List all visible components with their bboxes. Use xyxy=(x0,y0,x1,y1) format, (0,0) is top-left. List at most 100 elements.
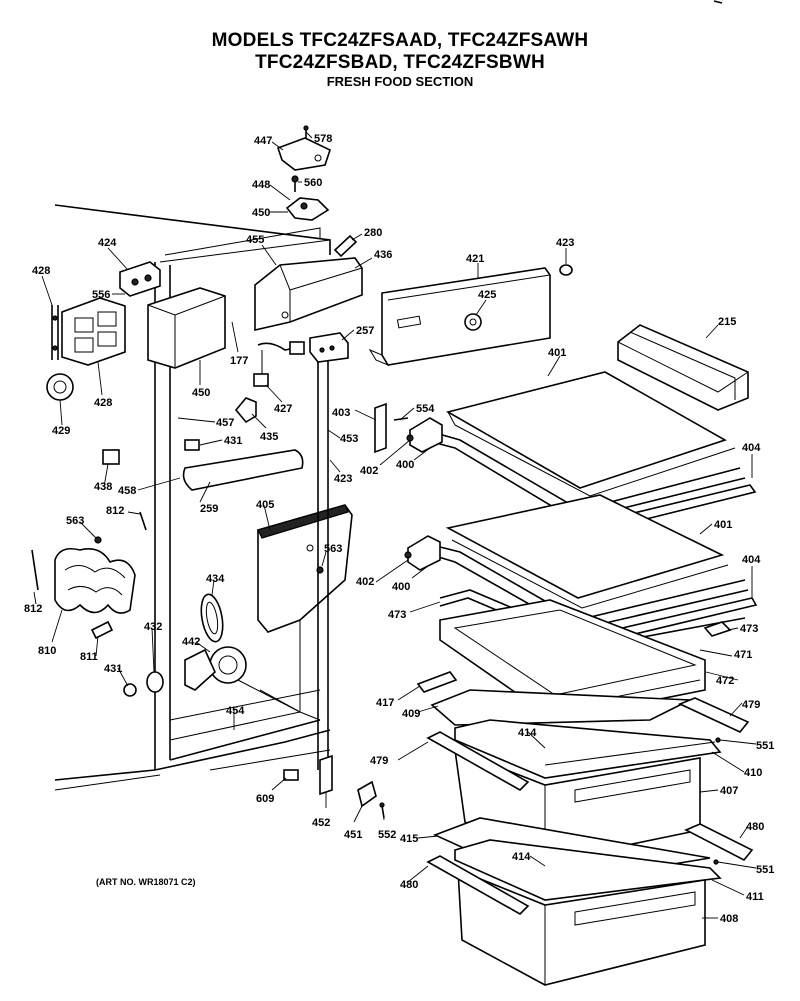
art-number-caption: (ART NO. WR18071 C2) xyxy=(96,877,196,887)
callout-414-upper: 414 xyxy=(518,727,537,739)
part-431-clip-upper xyxy=(184,439,200,451)
callout-404-lower: 404 xyxy=(742,554,761,566)
callout-431-upper: 431 xyxy=(224,435,242,447)
part-428-knob-housing xyxy=(61,297,126,366)
callout-447: 447 xyxy=(254,135,272,147)
callout-812-upper: 812 xyxy=(106,505,124,517)
callout-423-middle: 423 xyxy=(334,473,352,485)
callout-458: 458 xyxy=(118,485,136,497)
callout-431-lower: 431 xyxy=(104,663,122,675)
callout-479-left: 479 xyxy=(370,755,388,767)
callout-410: 410 xyxy=(744,767,762,779)
callout-455: 455 xyxy=(246,234,264,246)
callout-405: 405 xyxy=(256,499,274,511)
callout-436: 436 xyxy=(374,249,392,261)
part-417-bracket xyxy=(416,671,458,693)
callout-448: 448 xyxy=(252,179,270,191)
callout-402-lower: 402 xyxy=(356,576,374,588)
part-810-heater xyxy=(54,547,136,614)
part-428-bracket-strip xyxy=(51,305,59,360)
callout-457: 457 xyxy=(216,417,234,429)
callout-480-left: 480 xyxy=(400,879,418,891)
callout-259: 259 xyxy=(200,503,218,515)
part-438-block xyxy=(102,449,120,465)
callout-425: 425 xyxy=(478,289,496,301)
part-450-housing xyxy=(147,287,226,369)
part-454-floor xyxy=(169,689,321,721)
callout-400-upper: 400 xyxy=(396,459,414,471)
callout-402-upper: 402 xyxy=(360,465,378,477)
callout-472: 472 xyxy=(716,675,734,687)
callout-450-lower: 450 xyxy=(192,387,210,399)
part-453-rail xyxy=(317,360,329,770)
callout-451: 451 xyxy=(344,829,362,841)
part-479-rail-left xyxy=(426,731,530,791)
callout-415: 415 xyxy=(400,833,418,845)
callout-479-right: 479 xyxy=(742,699,760,711)
diagram-title-line-1: MODELS TFC24ZFSAAD, TFC24ZFSAWH xyxy=(211,30,589,51)
callout-551-upper: 551 xyxy=(756,740,774,752)
part-259-duct xyxy=(182,449,304,491)
callout-442: 442 xyxy=(182,636,200,648)
diagram-title-line-2: TFC24ZFSBAD, TFC24ZFSBWH xyxy=(255,52,545,73)
callout-435: 435 xyxy=(260,431,278,443)
callout-404-upper: 404 xyxy=(742,442,761,454)
part-447-cap xyxy=(276,137,331,171)
diagram-subtitle: FRESH FOOD SECTION xyxy=(326,74,474,89)
callout-473-right: 473 xyxy=(740,623,758,635)
part-432-bulb xyxy=(146,671,164,693)
part-400-shelf-frame-lower xyxy=(431,544,749,631)
part-427-wiring xyxy=(253,341,305,387)
callout-423-top: 423 xyxy=(556,237,574,249)
callout-556: 556 xyxy=(92,289,110,301)
part-280-bulb xyxy=(333,234,358,258)
part-609-clip xyxy=(283,769,299,781)
part-479-rail-right xyxy=(677,697,750,733)
callout-424: 424 xyxy=(98,237,117,249)
callout-407: 407 xyxy=(720,785,738,797)
callout-411: 411 xyxy=(746,891,764,903)
callout-480-right: 480 xyxy=(746,821,764,833)
callout-414-lower: 414 xyxy=(512,851,531,863)
part-257-switch xyxy=(309,332,349,363)
part-480-rail-left xyxy=(426,855,530,915)
callout-417: 417 xyxy=(376,697,394,709)
callout-428-top: 428 xyxy=(32,265,50,277)
callout-563-right: 563 xyxy=(324,543,342,555)
callout-409: 409 xyxy=(402,708,420,720)
part-401-glass-shelf-lower xyxy=(445,494,729,609)
callout-812-lower: 812 xyxy=(24,603,42,615)
callout-811: 811 xyxy=(80,651,98,663)
part-451-hinge xyxy=(357,780,377,808)
callout-421: 421 xyxy=(466,253,484,265)
part-811-clip xyxy=(90,620,114,640)
callout-labels: 447 578 448 560 450 280 455 436 421 423 … xyxy=(24,133,774,925)
part-812-lower-clip xyxy=(31,549,39,591)
part-402-bracket-lower xyxy=(404,535,441,571)
part-434-light-lens xyxy=(200,593,224,643)
part-405-evaporator-cover xyxy=(257,504,353,633)
part-423-plug xyxy=(559,264,573,276)
part-435-connector xyxy=(234,397,257,424)
callout-401-upper: 401 xyxy=(548,347,566,359)
part-425-knob xyxy=(464,313,482,331)
callout-452: 452 xyxy=(312,817,330,829)
callout-177: 177 xyxy=(230,355,248,367)
callout-400-lower: 400 xyxy=(392,581,410,593)
cabinet-outline xyxy=(54,204,331,791)
part-560-screw xyxy=(291,175,299,192)
part-402-bracket-upper xyxy=(406,417,443,453)
part-812-upper-clip xyxy=(139,511,147,531)
part-448-bracket xyxy=(285,197,330,221)
callout-563-left: 563 xyxy=(66,515,84,527)
callout-215: 215 xyxy=(718,316,736,328)
callout-454: 454 xyxy=(226,705,245,717)
part-431-socket-lower xyxy=(123,683,137,697)
part-424-thermostat xyxy=(119,261,161,297)
callout-427: 427 xyxy=(274,403,292,415)
callout-554: 554 xyxy=(416,403,435,415)
part-421-control-panel xyxy=(368,267,551,367)
callout-280: 280 xyxy=(364,227,382,239)
